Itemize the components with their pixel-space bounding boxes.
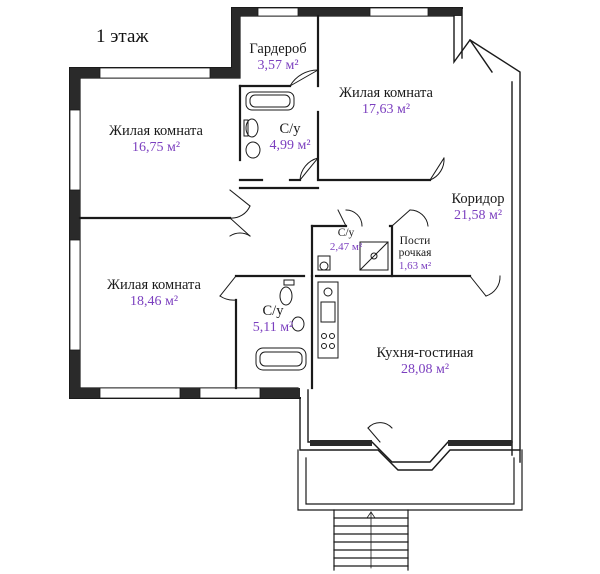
room-name-line-1: Пости <box>399 235 431 247</box>
room-area: 4,99 м² <box>269 137 311 153</box>
room-area: 18,46 м² <box>129 293 179 309</box>
room-area: 5,11 м² <box>252 319 294 335</box>
room-area: 3,57 м² <box>257 57 299 73</box>
room-area: 28,08 м² <box>400 361 450 377</box>
doors <box>219 69 501 443</box>
room-name: Коридор <box>451 191 505 207</box>
room-area: 16,75 м² <box>131 139 181 155</box>
room-name-line-2: рочкая <box>398 246 432 259</box>
room-name: С/у <box>279 121 301 137</box>
room-area: 1,63 м² <box>398 260 432 272</box>
room-area: 2,47 м² <box>329 240 363 253</box>
room-name: Гардероб <box>249 41 307 57</box>
room-name: С/у <box>262 303 284 319</box>
room-name: С/у <box>337 227 355 239</box>
interior-walls <box>78 14 472 390</box>
room-area: 17,63 м² <box>361 101 411 117</box>
room-label-laundry: Пости рочкая 1,63 м² <box>390 235 440 272</box>
glazed-walls <box>299 7 521 471</box>
terrace <box>297 449 523 571</box>
room-name: Жилая комната <box>107 277 201 293</box>
room-label-living-3: Жилая комната 18,46 м² <box>94 278 214 309</box>
room-label-bath-2: С/у 2,47 м² <box>316 227 376 253</box>
room-label-corridor: Коридор 21,58 м² <box>438 192 518 223</box>
floor-label: 1 этаж <box>96 26 149 47</box>
exterior-walls <box>69 7 463 399</box>
room-name: Жилая комната <box>109 123 203 139</box>
room-label-living-2: Жилая комната 16,75 м² <box>96 124 216 155</box>
room-label-wardrobe: Гардероб 3,57 м² <box>244 42 312 73</box>
room-label-bath-3: С/у 5,11 м² <box>242 304 304 335</box>
room-area: 21,58 м² <box>453 207 503 223</box>
room-name: Жилая комната <box>339 85 433 101</box>
room-label-kitchen: Кухня-гостиная 28,08 м² <box>360 346 490 377</box>
room-name: Кухня-гостиная <box>376 345 474 361</box>
fixtures <box>243 91 389 371</box>
room-label-bath-1: С/у 4,99 м² <box>258 122 322 153</box>
room-label-living-1: Жилая комната 17,63 м² <box>326 86 446 117</box>
